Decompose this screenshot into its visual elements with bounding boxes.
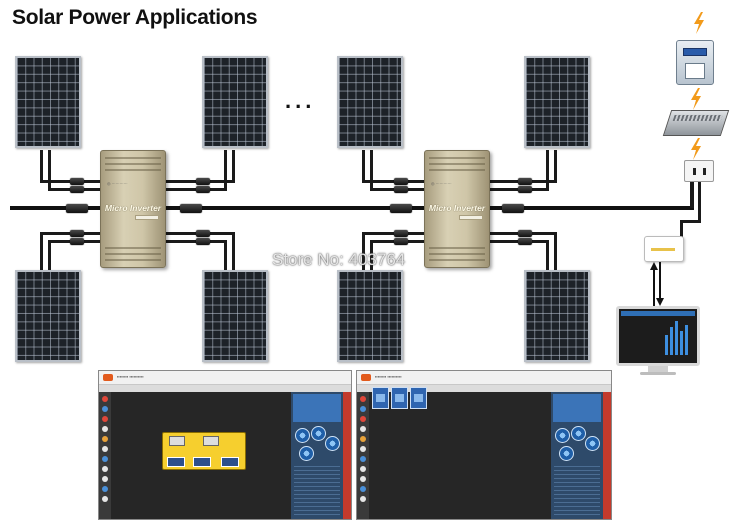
inverter-badge bbox=[459, 215, 483, 220]
mc4-connector bbox=[518, 230, 532, 237]
mc4-connector bbox=[394, 230, 408, 237]
inverter-tile bbox=[410, 387, 427, 409]
dc-cable bbox=[546, 150, 549, 190]
mc4-connector bbox=[196, 230, 210, 237]
mc4-connector bbox=[518, 178, 532, 185]
dc-cable bbox=[554, 232, 557, 270]
mc4-connector bbox=[394, 186, 408, 193]
ac-trunk-cable-up bbox=[690, 182, 694, 208]
mc4-connector bbox=[70, 178, 84, 185]
inverter-label: Micro Inverter bbox=[428, 203, 486, 213]
solar-panel-icon bbox=[524, 56, 590, 148]
inverter-badge bbox=[135, 215, 159, 220]
dc-cable bbox=[40, 150, 43, 182]
mc4-connector bbox=[196, 186, 210, 193]
ac-connector bbox=[502, 204, 524, 213]
gateway-cable bbox=[680, 220, 683, 238]
micro-inverter-icon: ◎ ············ Micro Inverter bbox=[424, 150, 490, 268]
mc4-connector bbox=[70, 186, 84, 193]
dc-cable bbox=[546, 240, 549, 270]
inverter-tile bbox=[391, 387, 408, 409]
mc4-connector bbox=[394, 238, 408, 245]
inverter-brand-mark: ◎ ············ bbox=[431, 181, 452, 186]
dc-cable bbox=[362, 180, 424, 183]
solar-panel-icon bbox=[15, 56, 81, 148]
dc-cable bbox=[48, 150, 51, 190]
store-watermark: Store No: 403764 bbox=[272, 250, 406, 269]
monitoring-screenshot-2: ▪▪▪▪▪▪▪▪ ▪▪▪▪▪▪▪▪▪▪ bbox=[356, 370, 612, 520]
gateway-cable bbox=[698, 182, 701, 222]
inverter-brand-mark: ◎ ············ bbox=[107, 181, 128, 186]
inverter-tile bbox=[372, 387, 389, 409]
solar-panel-icon bbox=[202, 270, 268, 362]
dc-cable bbox=[362, 150, 365, 182]
more-units-ellipsis: ... bbox=[285, 88, 316, 113]
lightning-icon bbox=[691, 88, 701, 110]
dc-cable bbox=[554, 150, 557, 182]
lightning-icon bbox=[694, 12, 704, 34]
ac-trunk-cable bbox=[10, 206, 694, 210]
dc-cable bbox=[224, 150, 227, 190]
mc4-connector bbox=[518, 238, 532, 245]
system-flow-card bbox=[162, 432, 246, 470]
energy-meter-icon bbox=[676, 40, 714, 85]
mc4-connector bbox=[70, 238, 84, 245]
mc4-connector bbox=[394, 178, 408, 185]
dc-cable bbox=[40, 232, 43, 270]
monitor-stand bbox=[648, 366, 668, 372]
dc-cable bbox=[232, 150, 235, 182]
monitor-stand-base bbox=[640, 372, 676, 375]
solar-panel-icon bbox=[202, 56, 268, 148]
solar-panel-icon bbox=[337, 270, 403, 362]
ac-connector bbox=[180, 204, 202, 213]
page-title: Solar Power Applications bbox=[12, 6, 258, 29]
grid-box-icon bbox=[662, 110, 730, 136]
ac-connector bbox=[66, 204, 88, 213]
dc-cable bbox=[48, 240, 51, 270]
gateway-icon bbox=[644, 236, 684, 262]
micro-inverter-icon: ◎ ············ Micro Inverter bbox=[100, 150, 166, 268]
solar-panel-icon bbox=[15, 270, 81, 362]
mc4-connector bbox=[196, 238, 210, 245]
solar-panel-icon bbox=[337, 56, 403, 148]
mc4-connector bbox=[196, 178, 210, 185]
mc4-connector bbox=[518, 186, 532, 193]
data-link-arrow-icon bbox=[650, 262, 664, 306]
mc4-connector bbox=[70, 230, 84, 237]
power-outlet-icon bbox=[684, 160, 714, 182]
gateway-cable bbox=[680, 220, 701, 223]
monitor-icon bbox=[616, 306, 700, 366]
ac-connector bbox=[390, 204, 412, 213]
dc-cable bbox=[362, 232, 365, 270]
dc-cable bbox=[370, 240, 373, 270]
dc-cable bbox=[362, 232, 424, 235]
inverter-label: Micro Inverter bbox=[104, 203, 162, 213]
lightning-icon bbox=[691, 138, 701, 160]
dc-cable bbox=[232, 232, 235, 270]
dc-cable bbox=[224, 240, 227, 270]
solar-panel-icon bbox=[524, 270, 590, 362]
dc-cable bbox=[370, 150, 373, 190]
